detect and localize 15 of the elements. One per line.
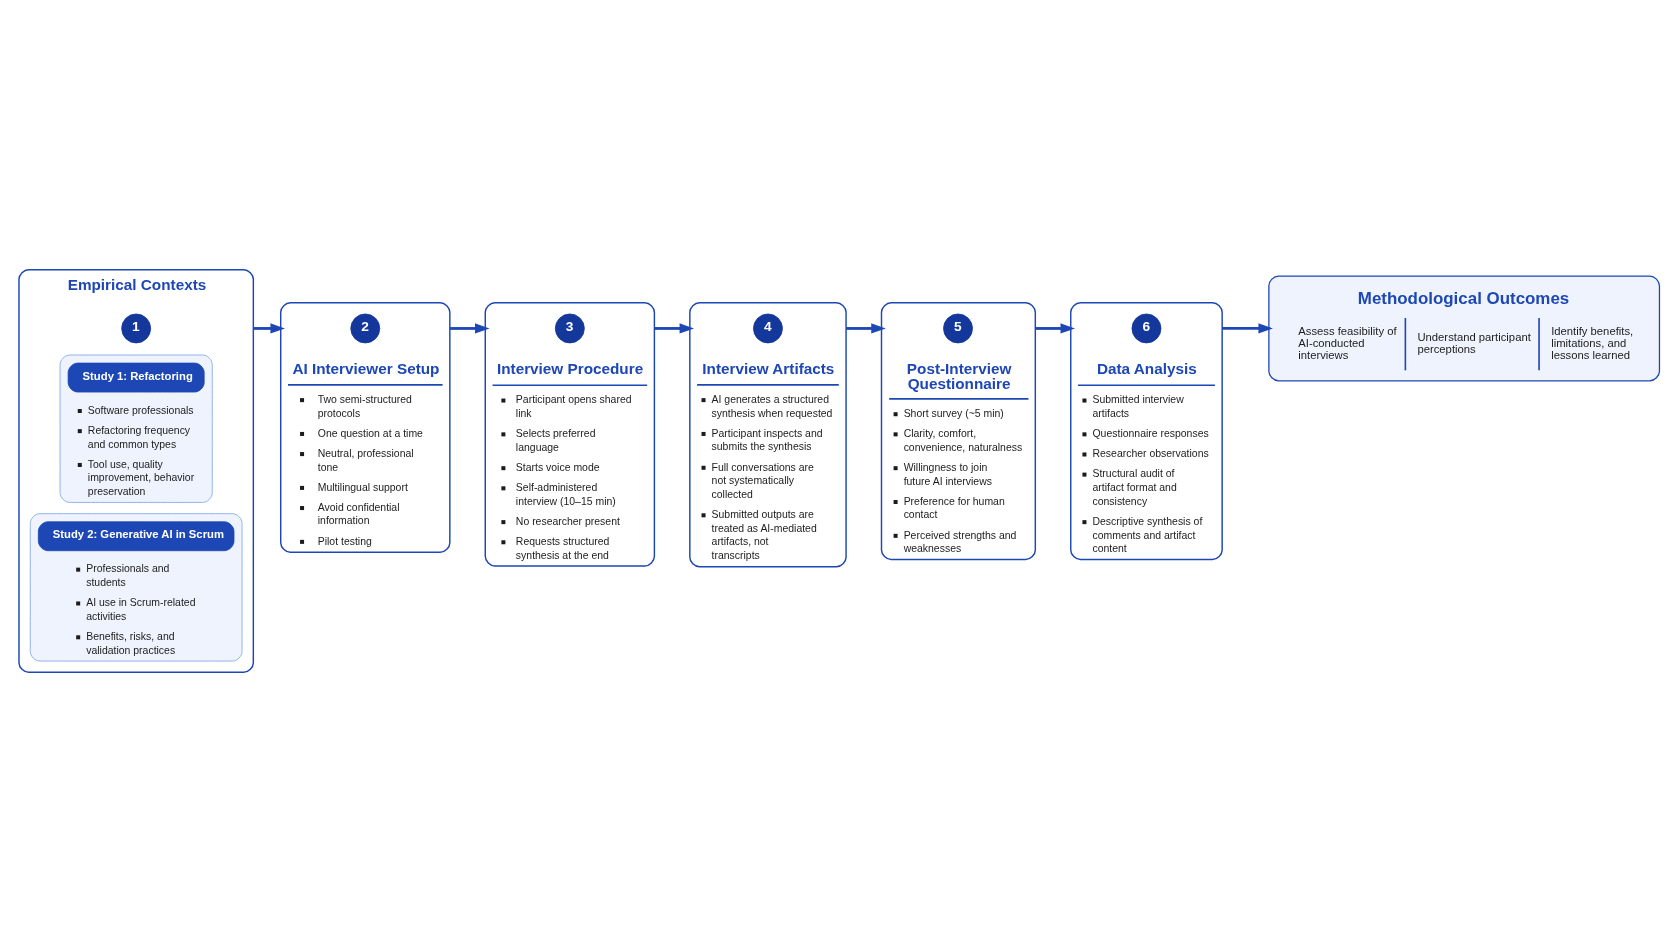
node-box: Study 2: Generative AI in Scrum <box>37 520 235 551</box>
arrow <box>253 322 285 334</box>
arrow <box>1222 322 1273 334</box>
node-circle: 5 <box>943 313 973 343</box>
node-box: Study 1: Refactoring <box>67 362 205 392</box>
node-circle: 4 <box>753 313 783 343</box>
arrow <box>1035 322 1076 334</box>
arrow <box>449 322 490 334</box>
node-circle: 2 <box>350 313 381 343</box>
arrow <box>846 322 886 334</box>
node-circle: 6 <box>1131 313 1162 343</box>
node-circle: 3 <box>554 313 585 343</box>
node-circle: 1 <box>121 313 152 343</box>
node-box: Methodological Outcomes Assess feasibility of AI-conducted interviews Understand participant perceptions Identify benefits, limitations, and lessons learned <box>1268 274 1661 381</box>
arrow <box>654 322 695 334</box>
